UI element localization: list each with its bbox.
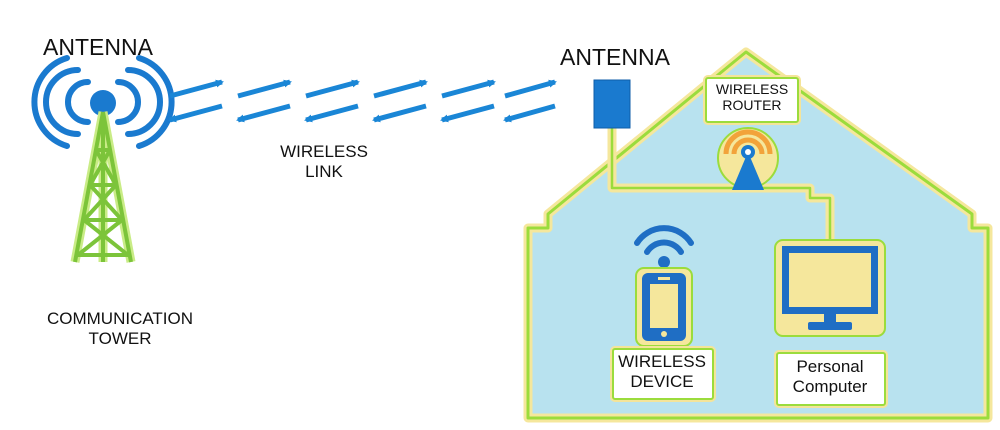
arrow-left-1 [168,103,223,123]
wireless-router-label-line1: WIRELESS [715,81,789,97]
personal-computer-label-line1: Personal [796,357,864,376]
personal-computer-label-line2: Computer [792,376,868,396]
communication-tower-icon [31,55,175,263]
personal-computer-icon [774,239,886,337]
communication-tower-label-line1: COMMUNICATION [46,309,194,328]
tower-signal-waves-icon [31,55,175,149]
wireless-router-label: WIRELESS ROUTER [716,81,788,113]
tower-antenna-label: ANTENNA [43,34,153,60]
arrow-left-2 [236,103,291,123]
wireless-link-arrows [168,79,557,123]
network-cables [607,128,835,245]
wireless-router-icon [717,127,779,190]
arrow-left-3 [304,103,359,123]
arrow-right-4 [373,79,428,99]
wireless-device-label: WIRELESS DEVICE [618,352,706,391]
personal-computer-label-box [776,352,886,406]
wireless-device-label-line1: WIRELESS [618,352,706,371]
wireless-device-label-line2: DEVICE [630,371,694,391]
communication-tower-label: COMMUNICATION TOWER [47,309,193,348]
wireless-link-label-line1: WIRELESS [280,142,368,161]
tower-antenna-head-icon [90,90,116,116]
house-antenna-icon [593,79,631,129]
arrow-left-5 [440,103,495,123]
arrow-right-2 [237,79,292,99]
arrow-right-6 [504,79,557,99]
wireless-link-label-line2: LINK [305,161,343,181]
house-antenna-label: ANTENNA [560,44,670,70]
personal-computer-label: Personal Computer [793,357,868,396]
wireless-device-icon [634,225,694,347]
arrow-left-6 [503,103,556,123]
wireless-router-label-box [705,77,799,123]
communication-tower-label-line2: TOWER [88,328,152,348]
wireless-device-label-box [612,348,714,400]
arrow-right-5 [441,79,496,99]
wireless-link-label: WIRELESS LINK [280,142,368,181]
arrow-left-4 [372,103,427,123]
wireless-router-label-line2: ROUTER [722,97,782,114]
arrow-right-3 [305,79,360,99]
arrow-right-1 [169,79,224,99]
